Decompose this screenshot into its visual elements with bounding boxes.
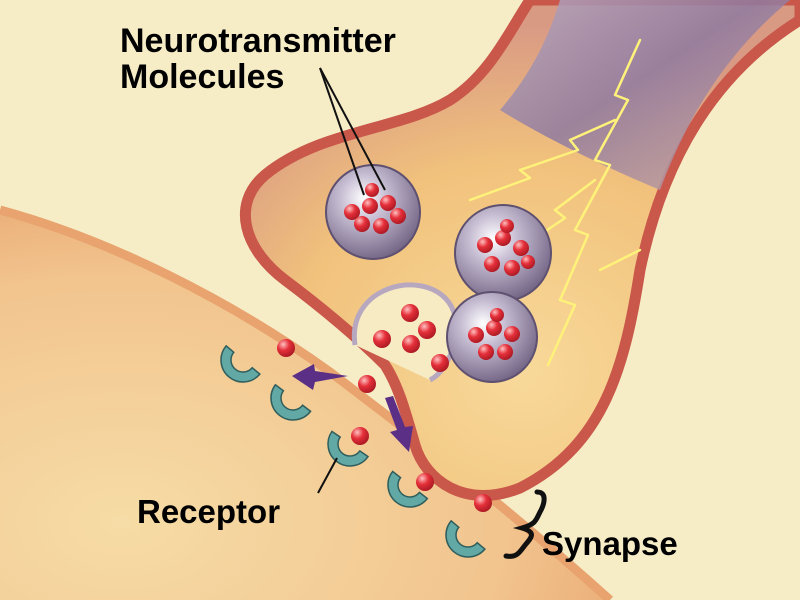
synapse-bracket: [503, 489, 547, 559]
receptor: [327, 430, 370, 467]
synapse-label: Synapse: [542, 525, 678, 562]
synaptic-vesicle: [446, 291, 538, 383]
postsynaptic-membrane: [0, 205, 614, 600]
diffusion-arrow: [385, 396, 413, 452]
receptor: [270, 383, 312, 421]
receptor: [445, 519, 486, 558]
postsynaptic-cell: [0, 210, 610, 600]
neurotransmitter-cluster: [468, 308, 520, 360]
neurotransmitter-cluster: [477, 219, 535, 276]
neurotransmitter-label: Neurotransmitter Molecules: [120, 22, 396, 96]
receptor-label: Receptor: [137, 493, 281, 530]
label-leader-lines: [317, 67, 386, 494]
receptor: [387, 470, 429, 508]
neurotransmitter-cluster: [344, 183, 406, 234]
receptor: [220, 344, 261, 383]
neurotransmitter-label-line2: Molecules: [120, 57, 285, 96]
synaptic-vesicle: [454, 204, 552, 302]
neurotransmitter-label-line1: Neurotransmitter: [120, 22, 396, 60]
diffusion-arrow: [292, 364, 348, 390]
released-neurotransmitters: [277, 304, 492, 512]
